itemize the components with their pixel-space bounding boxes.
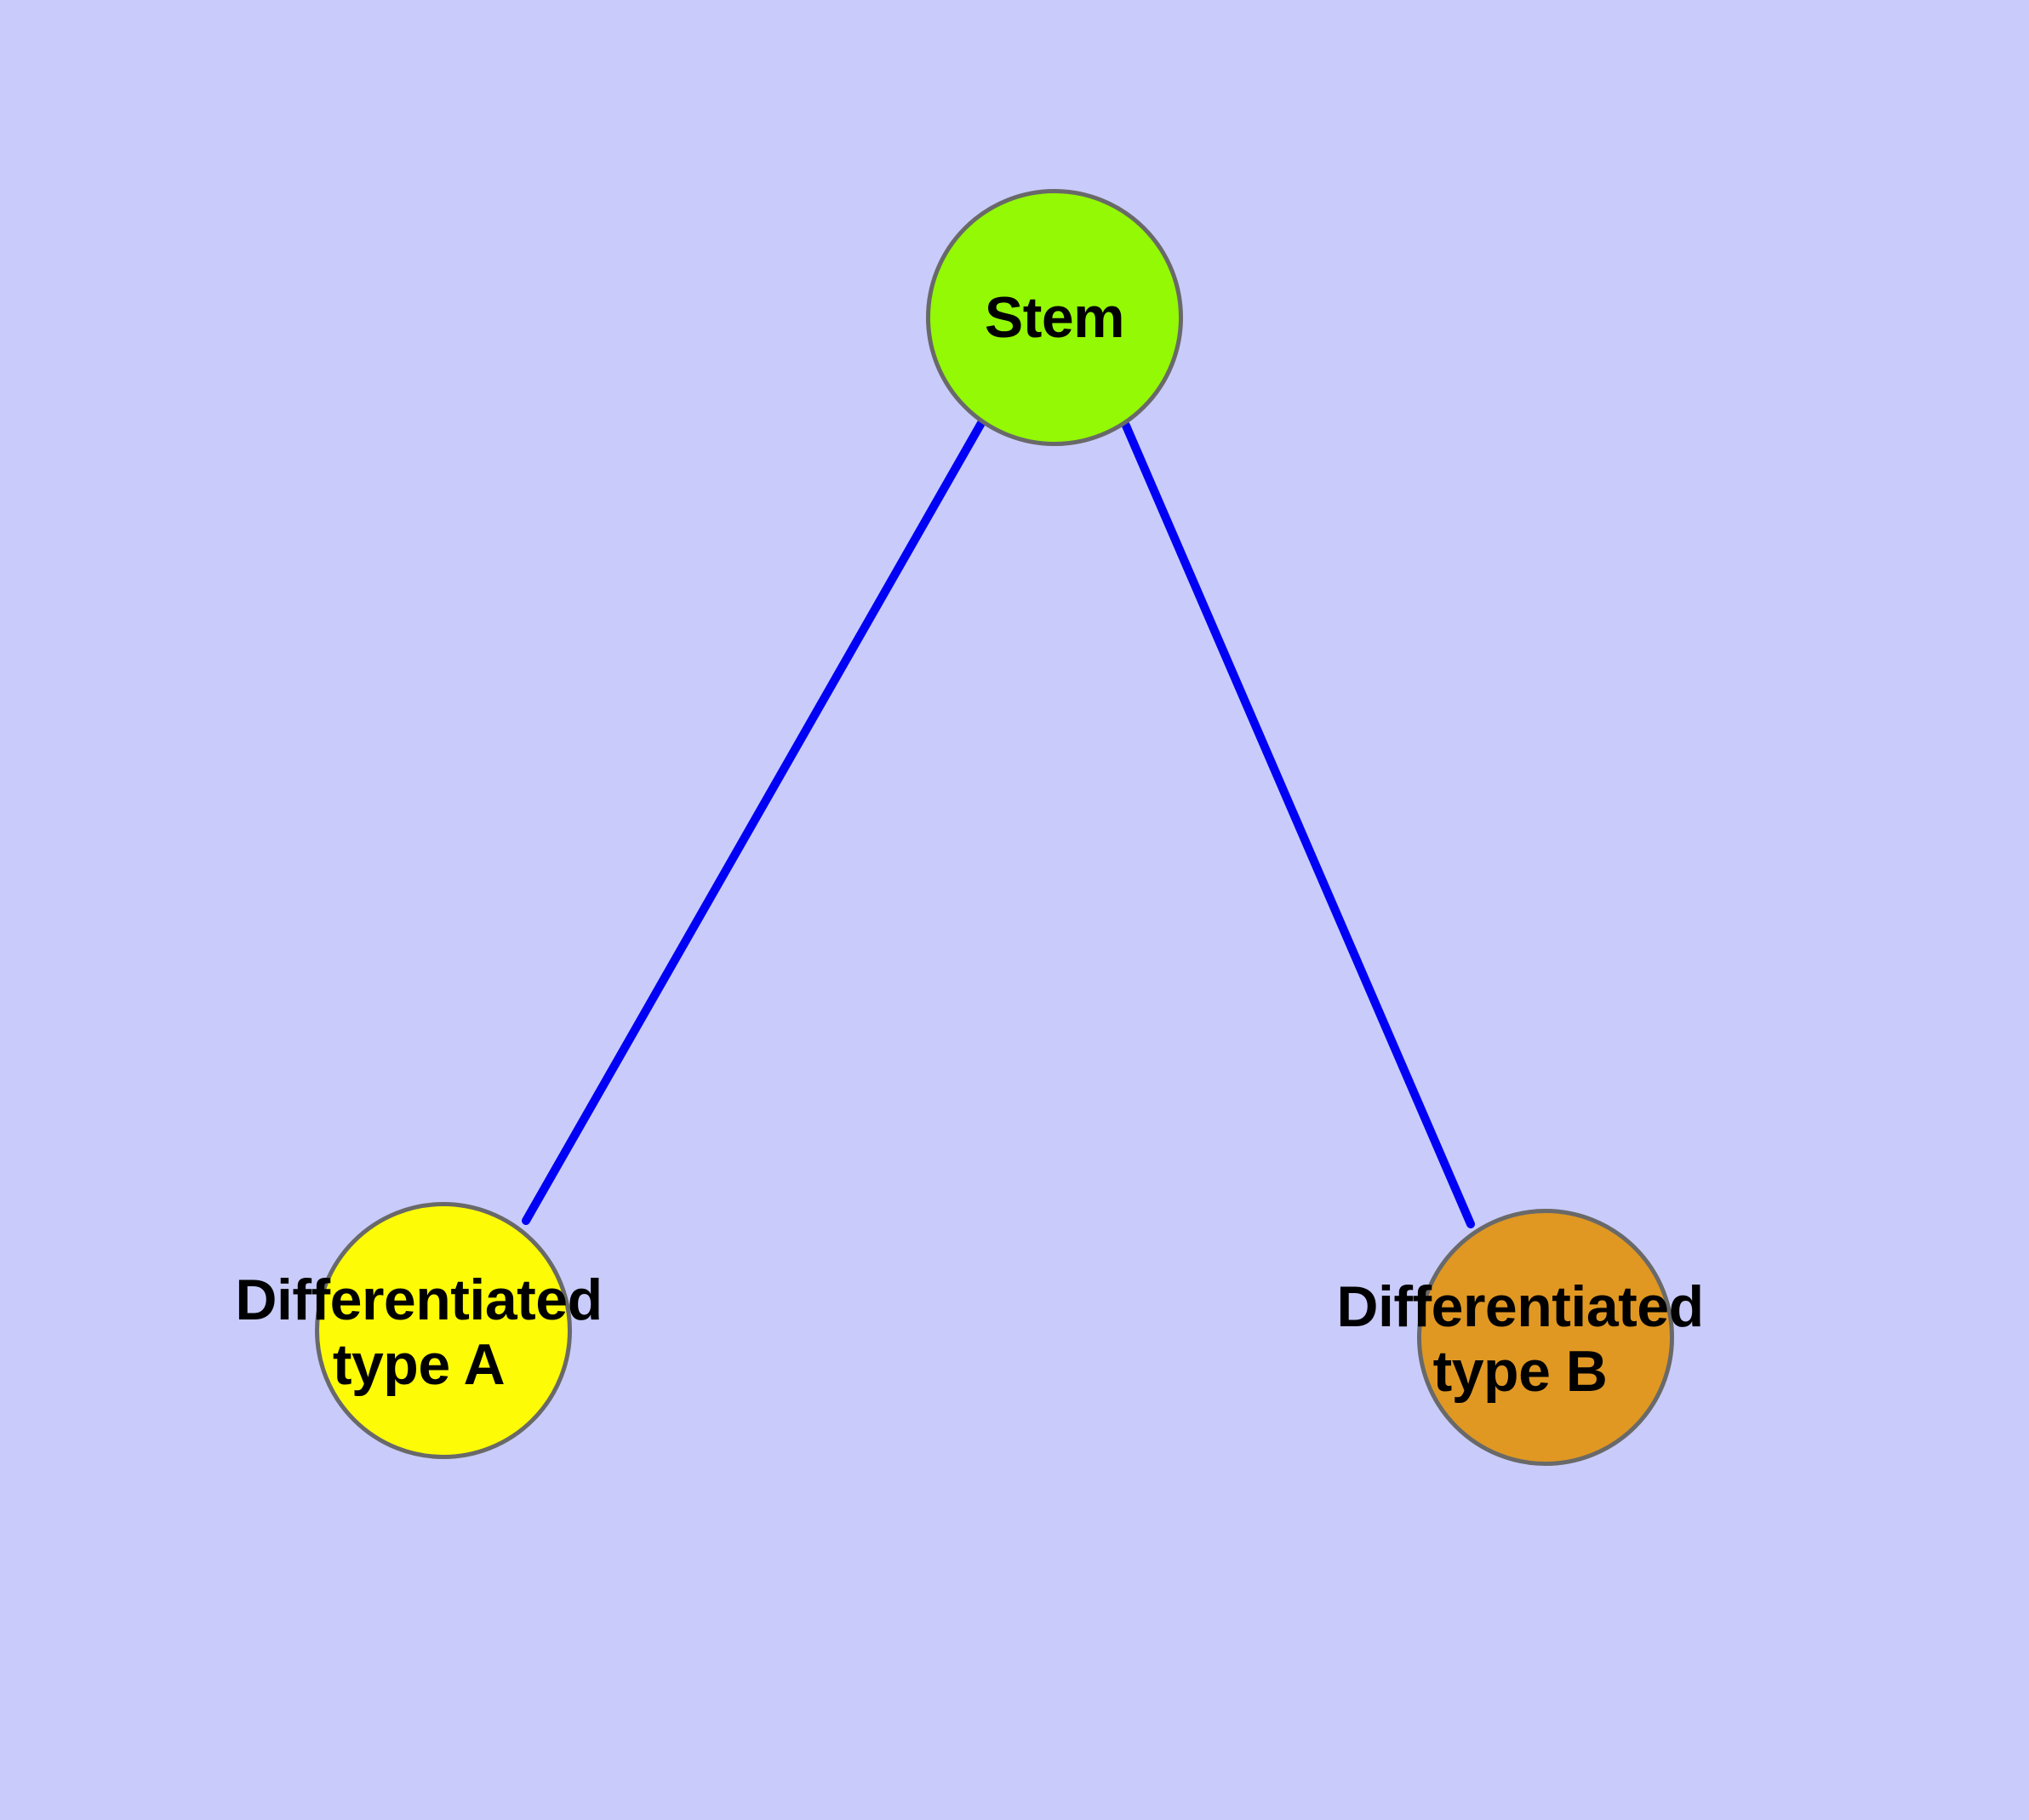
edge-stem-to-type-a[interactable] <box>522 419 986 1225</box>
node-stem[interactable] <box>926 189 1183 446</box>
node-differentiated-type-b[interactable] <box>1417 1209 1674 1466</box>
node-differentiated-type-a[interactable] <box>315 1202 572 1459</box>
edge-stem-to-type-b[interactable] <box>1122 421 1475 1228</box>
